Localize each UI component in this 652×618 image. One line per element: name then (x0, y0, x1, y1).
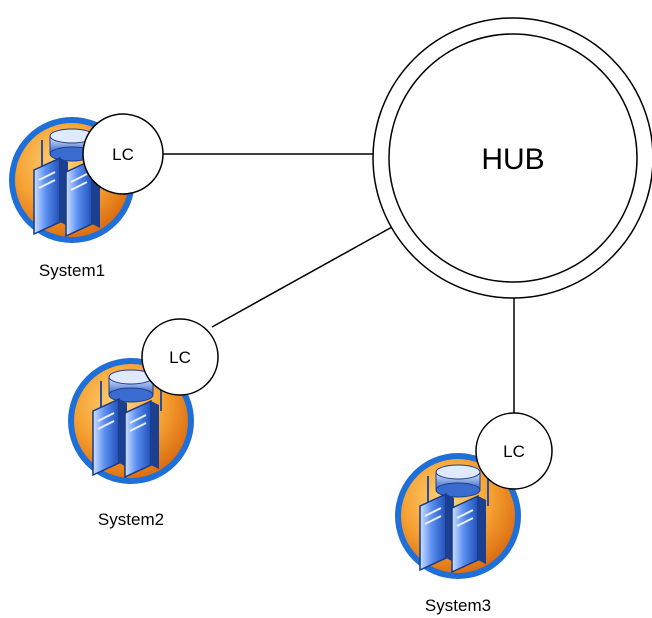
system1-node[interactable]: LC System1 (8, 113, 164, 280)
system2-node[interactable]: LC System2 (67, 318, 219, 529)
system2-label: System2 (98, 510, 164, 529)
hub-node[interactable]: HUB (372, 17, 652, 299)
lc-connector-2[interactable] (141, 318, 219, 396)
lc-connector-3[interactable] (475, 412, 553, 490)
lc-label-3: LC (503, 442, 525, 461)
system3-label: System3 (425, 596, 491, 615)
lc-label-1: LC (112, 145, 134, 164)
system3-node[interactable]: LC System3 (394, 412, 553, 615)
link-hub-system2 (211, 226, 393, 328)
lc-connector-1[interactable] (82, 113, 164, 195)
hub-label: HUB (481, 143, 544, 176)
system1-label: System1 (39, 261, 105, 280)
lc-label-2: LC (169, 348, 191, 367)
